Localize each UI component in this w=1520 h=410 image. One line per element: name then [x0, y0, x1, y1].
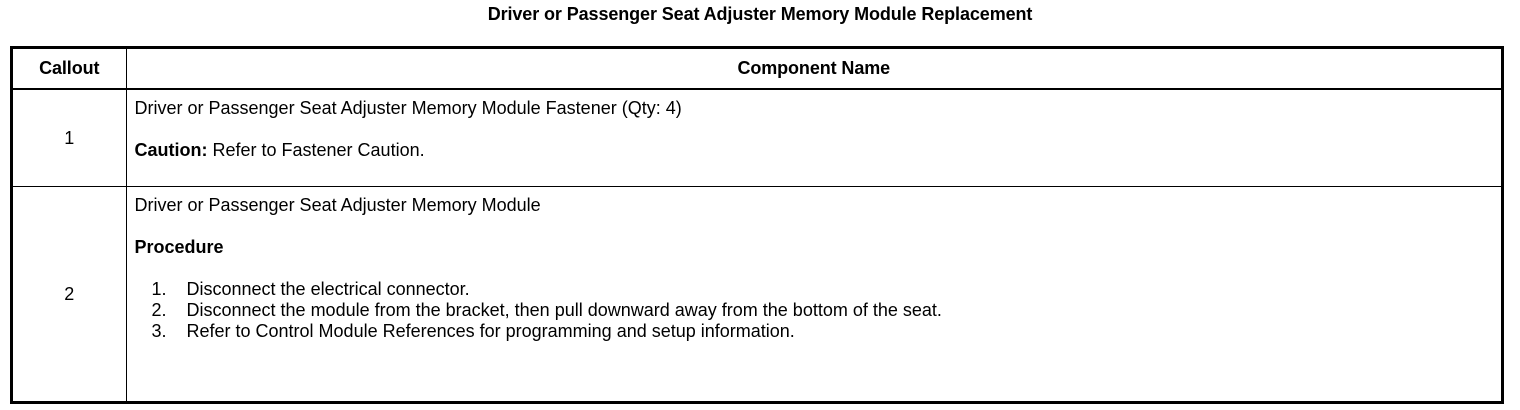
list-item: 3. Refer to Control Module References for… — [135, 321, 1496, 342]
blank-line — [135, 216, 1496, 237]
component-cell-1-body: Driver or Passenger Seat Adjuster Memory… — [127, 90, 1502, 168]
step-text: Disconnect the electrical connector. — [186, 279, 470, 299]
component-name-text-2: Driver or Passenger Seat Adjuster Memory… — [134, 195, 541, 215]
step-text: Disconnect the module from the bracket, … — [186, 300, 942, 320]
blank-line — [135, 258, 1496, 279]
list-item: 2. Disconnect the module from the bracket… — [135, 300, 1496, 321]
table-header: Callout Component Name — [13, 49, 1501, 89]
blank-line — [135, 119, 1496, 140]
list-item: 1. Disconnect the electrical connector. — [135, 279, 1496, 300]
caution-label: Caution: — [134, 140, 208, 160]
column-header-component-name: Component Name — [126, 49, 1501, 89]
component-cell-1: Driver or Passenger Seat Adjuster Memory… — [126, 89, 1501, 187]
parts-table: Callout Component Name 1 Driver or Passe… — [13, 49, 1501, 401]
step-text: Refer to Control Module References for p… — [186, 321, 795, 341]
component-name-text-1: Driver or Passenger Seat Adjuster Memory… — [134, 98, 682, 118]
component-cell-2: Driver or Passenger Seat Adjuster Memory… — [126, 186, 1502, 401]
procedure-step-list: 1. Disconnect the electrical connector. 2… — [135, 279, 1496, 342]
callout-number-1: 1 — [13, 89, 127, 187]
table-body: 1 Driver or Passenger Seat Adjuster Memo… — [13, 89, 1501, 401]
parts-table-container: Callout Component Name 1 Driver or Passe… — [10, 46, 1504, 404]
component-cell-2-body: Driver or Passenger Seat Adjuster Memory… — [127, 187, 1502, 349]
page-title: Driver or Passenger Seat Adjuster Memory… — [487, 4, 1033, 24]
table-row: 1 Driver or Passenger Seat Adjuster Memo… — [13, 89, 1501, 187]
table-row: 2 Driver or Passenger Seat Adjuster Memo… — [13, 186, 1502, 401]
caution-note: Caution: Refer to Fastener Caution. — [135, 140, 1496, 161]
column-header-callout: Callout — [13, 49, 127, 89]
step-number: 1. — [151, 279, 167, 299]
step-number: 3. — [151, 321, 167, 341]
procedure-heading: Procedure — [134, 237, 224, 257]
callout-number-2: 2 — [13, 186, 127, 401]
table-header-row: Callout Component Name — [13, 49, 1501, 89]
caution-text: Refer to Fastener Caution. — [207, 140, 425, 160]
step-number: 2. — [151, 300, 167, 320]
